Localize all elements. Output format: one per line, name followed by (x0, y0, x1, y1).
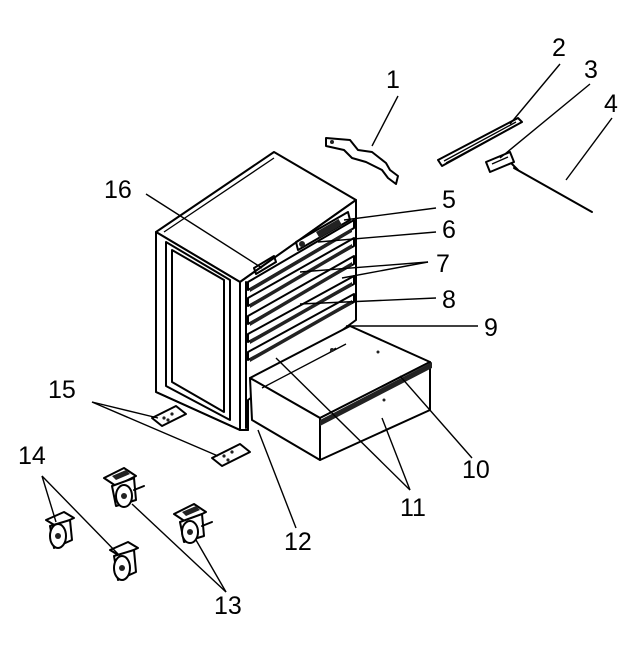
part-14-caster-left (45, 511, 75, 549)
callout-1: 1 (386, 66, 400, 94)
callout-8: 8 (442, 286, 456, 314)
callout-15: 15 (48, 376, 76, 404)
callout-7: 7 (436, 250, 450, 278)
open-drawer (249, 325, 432, 461)
part-15-mount-plates (151, 405, 251, 467)
callout-6: 6 (442, 216, 456, 244)
callout-16: 16 (104, 176, 132, 204)
callout-13: 13 (214, 592, 242, 620)
part-4-rod (511, 163, 593, 213)
callout-2: 2 (552, 34, 566, 62)
part-1-bracket (325, 137, 399, 185)
cabinet-body (155, 151, 357, 431)
part-3-plate (485, 151, 515, 173)
part-13-caster-left (103, 467, 145, 508)
callout-4: 4 (604, 90, 618, 118)
callout-labels: 1 2 3 4 5 6 7 8 9 10 11 12 13 14 15 16 (18, 34, 618, 620)
callout-3: 3 (584, 56, 598, 84)
callout-5: 5 (442, 186, 456, 214)
callout-10: 10 (462, 456, 490, 484)
leader-lines (41, 63, 613, 593)
callout-12: 12 (284, 528, 312, 556)
part-14-caster-right (109, 541, 139, 581)
callout-11: 11 (400, 494, 426, 522)
part-13-caster-right (173, 503, 213, 544)
callout-14: 14 (18, 442, 46, 470)
part-2-slide-rail (437, 117, 523, 167)
callout-9: 9 (484, 314, 498, 342)
